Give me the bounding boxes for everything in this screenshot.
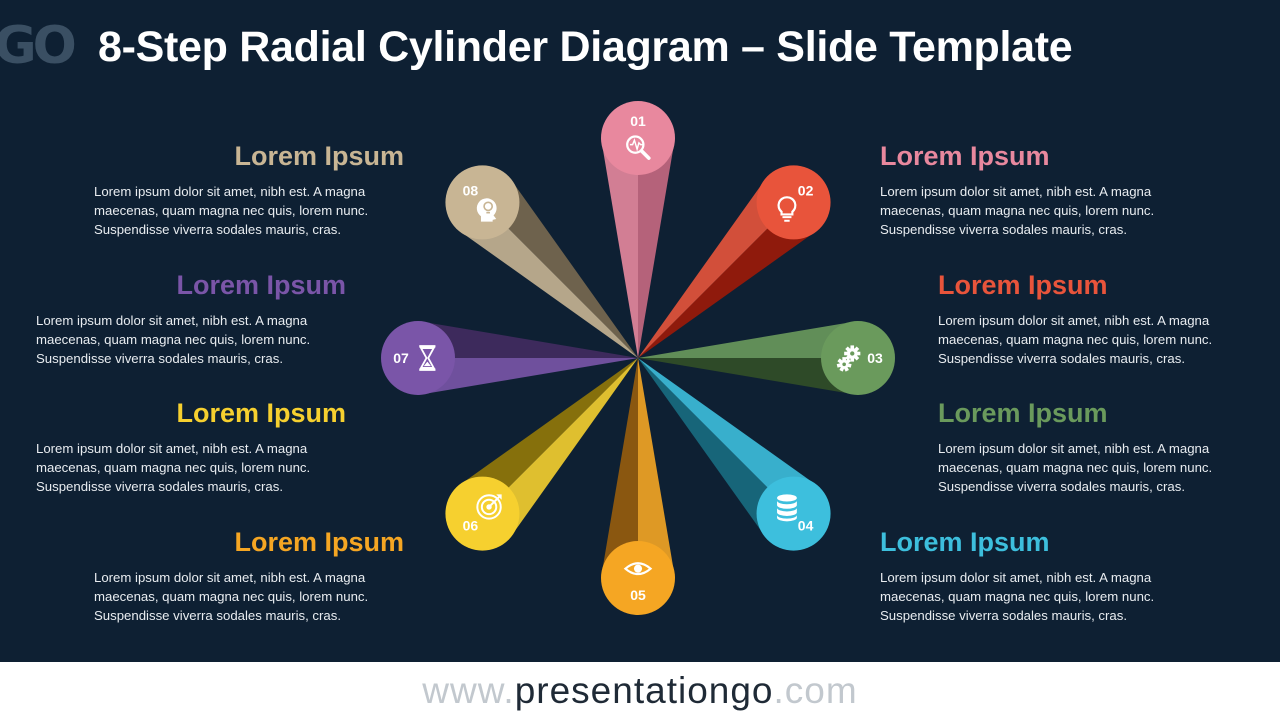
page-title: 8-Step Radial Cylinder Diagram – Slide T…: [98, 23, 1073, 71]
step-node-06: 06: [445, 476, 520, 551]
step-number-08: 08: [463, 182, 479, 198]
ray-light-08: [456, 202, 638, 358]
ray-04: [638, 358, 820, 540]
text-block-06: Lorem Ipsum Lorem ipsum dolor sit amet, …: [36, 397, 346, 496]
target-icon: [476, 494, 502, 520]
ray-03: [638, 321, 858, 395]
step-number-05: 05: [630, 587, 646, 603]
footer-url: www.presentationgo.com: [0, 662, 1280, 720]
lightbulb-icon: [777, 196, 797, 222]
ray-07: [418, 321, 638, 395]
ray-06: [456, 358, 638, 540]
ray-light-05: [638, 358, 675, 578]
ray-light-01: [601, 138, 638, 358]
ray-01: [601, 138, 675, 358]
ray-light-03: [638, 321, 858, 358]
database-icon: [777, 494, 797, 522]
text-block-03: Lorem Ipsum Lorem ipsum dolor sit amet, …: [938, 397, 1248, 496]
block-body: Lorem ipsum dolor sit amet, nibh est. A …: [94, 570, 369, 623]
block-body: Lorem ipsum dolor sit amet, nibh est. A …: [880, 184, 1155, 237]
text-block-05: Lorem Ipsum Lorem ipsum dolor sit amet, …: [94, 526, 404, 625]
ray-shade-03: [638, 358, 858, 395]
ray-shade-02: [638, 202, 820, 358]
ray-light-02: [638, 176, 794, 358]
step-number-02: 02: [798, 182, 814, 198]
footer-suffix: .com: [773, 670, 858, 711]
ray-02: [638, 176, 820, 358]
text-block-07: Lorem Ipsum Lorem ipsum dolor sit amet, …: [36, 269, 346, 368]
block-heading: Lorem Ipsum: [880, 141, 1050, 171]
step-number-06: 06: [463, 518, 479, 534]
block-body: Lorem ipsum dolor sit amet, nibh est. A …: [36, 441, 311, 494]
step-node-02: 02: [756, 165, 831, 240]
block-heading: Lorem Ipsum: [234, 527, 404, 557]
block-body: Lorem ipsum dolor sit amet, nibh est. A …: [36, 313, 311, 366]
step-circle-02: [756, 165, 831, 240]
ray-shade-07: [418, 321, 638, 358]
block-heading: Lorem Ipsum: [938, 398, 1108, 428]
ray-light-04: [638, 358, 820, 514]
block-body: Lorem ipsum dolor sit amet, nibh est. A …: [880, 570, 1155, 623]
magnifier-pulse-icon: [626, 135, 651, 160]
hourglass-icon: [419, 345, 436, 371]
ray-08: [456, 176, 638, 358]
footer-prefix: www.: [422, 670, 515, 711]
step-number-07: 07: [393, 350, 409, 366]
ray-light-06: [482, 358, 638, 540]
block-body: Lorem ipsum dolor sit amet, nibh est. A …: [94, 184, 369, 237]
ray-shade-04: [638, 358, 794, 540]
step-circle-05: [601, 541, 675, 615]
step-node-08: 08: [445, 165, 520, 240]
ray-shade-06: [456, 358, 638, 514]
ray-shade-05: [601, 358, 638, 578]
ray-05: [601, 358, 675, 578]
text-block-02: Lorem Ipsum Lorem ipsum dolor sit amet, …: [938, 269, 1248, 368]
radial-cylinder-diagram: 01 02 03 04 05 06 07 08: [381, 101, 895, 615]
slide-background: GO 8-Step Radial Cylinder Diagram – Slid…: [0, 0, 1280, 662]
ray-shade-01: [638, 138, 675, 358]
step-node-04: 04: [756, 476, 831, 551]
step-number-04: 04: [798, 518, 814, 534]
text-block-04: Lorem Ipsum Lorem ipsum dolor sit amet, …: [880, 526, 1190, 625]
block-heading: Lorem Ipsum: [880, 527, 1050, 557]
head-lightbulb-icon: [476, 198, 497, 222]
block-heading: Lorem Ipsum: [938, 270, 1108, 300]
step-node-03: 03: [821, 321, 895, 395]
footer-brand: presentationgo: [514, 670, 774, 711]
step-circle-07: [381, 321, 455, 395]
eye-icon: [623, 562, 653, 576]
step-node-05: 05: [601, 541, 675, 615]
ray-light-07: [418, 358, 638, 395]
step-node-07: 07: [381, 321, 455, 395]
block-heading: Lorem Ipsum: [176, 398, 346, 428]
step-circle-06: [445, 476, 520, 551]
block-heading: Lorem Ipsum: [176, 270, 346, 300]
ray-shade-08: [482, 176, 638, 358]
block-body: Lorem ipsum dolor sit amet, nibh est. A …: [938, 441, 1213, 494]
block-body: Lorem ipsum dolor sit amet, nibh est. A …: [938, 313, 1213, 366]
step-node-01: 01: [601, 101, 675, 175]
text-block-01: Lorem Ipsum Lorem ipsum dolor sit amet, …: [880, 140, 1190, 239]
step-number-03: 03: [867, 350, 883, 366]
step-number-01: 01: [630, 113, 646, 129]
gears-icon: [836, 345, 861, 372]
text-block-08: Lorem Ipsum Lorem ipsum dolor sit amet, …: [94, 140, 404, 239]
logo-fragment: GO: [0, 16, 77, 76]
block-heading: Lorem Ipsum: [234, 141, 404, 171]
